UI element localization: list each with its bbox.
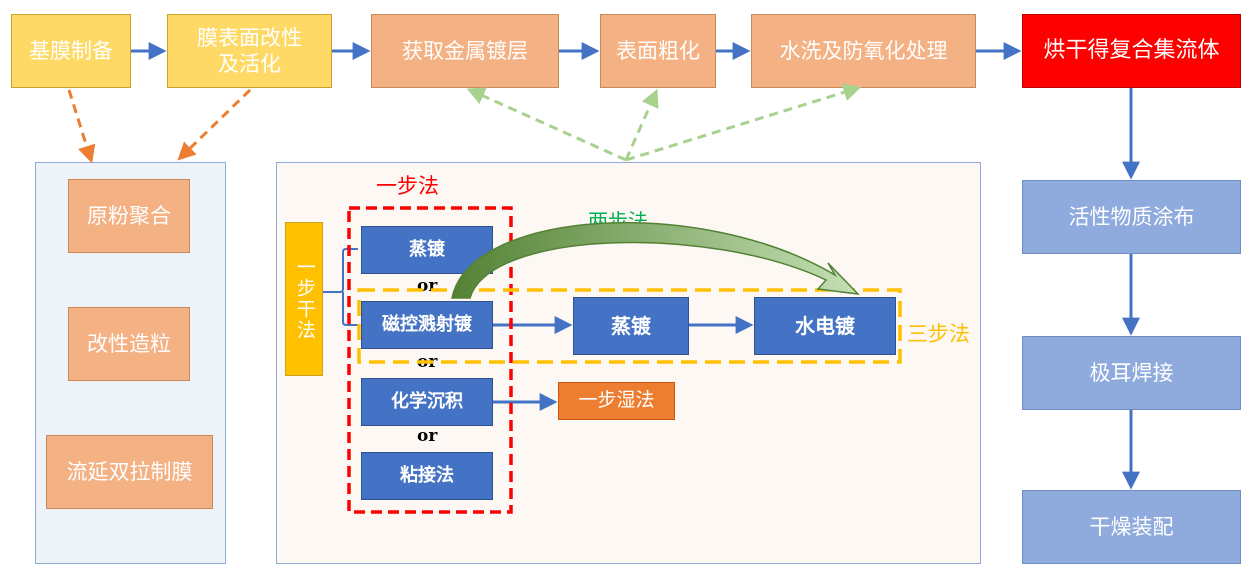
box-magnetron-sputtering: 磁控溅射镀 xyxy=(361,301,493,349)
box-one-step-wet-label: 一步湿法 xyxy=(578,389,655,412)
item-modified-granulation: 改性造粒 xyxy=(68,307,190,381)
step-metal-coating-label: 获取金属镀层 xyxy=(402,38,528,63)
box-one-step-wet: 一步湿法 xyxy=(558,382,675,420)
box-one-step-dry: 一步干法 xyxy=(285,222,323,376)
item-tab-welding-label: 极耳焊接 xyxy=(1089,360,1174,385)
box-electroplating-label: 水电镀 xyxy=(795,313,855,338)
item-powder-polymerization-label: 原粉聚合 xyxy=(87,203,171,228)
step-substrate-prep-label: 基膜制备 xyxy=(29,38,113,63)
item-tab-welding: 极耳焊接 xyxy=(1022,336,1241,410)
box-evaporation-2-label: 蒸镀 xyxy=(611,313,651,338)
step-surface-modification: 膜表面改性 及活化 xyxy=(167,14,332,88)
step-metal-coating: 获取金属镀层 xyxy=(371,14,559,88)
step-wash-antioxidation-label: 水洗及防氧化处理 xyxy=(779,38,948,63)
item-dry-assembly-label: 干燥装配 xyxy=(1089,514,1174,539)
box-evaporation-label: 蒸镀 xyxy=(409,238,445,260)
dashed-arrow-wash xyxy=(625,83,862,162)
item-cast-biaxial-film-label: 流延双拉制膜 xyxy=(66,459,193,484)
box-chemical-deposition: 化学沉积 xyxy=(361,378,493,426)
box-one-step-dry-label: 一步干法 xyxy=(293,257,316,341)
label-one-step: 一步法 xyxy=(376,174,439,198)
two-step-curved-arrow xyxy=(451,221,861,299)
box-electroplating: 水电镀 xyxy=(754,297,896,355)
label-three-step: 三步法 xyxy=(907,322,970,346)
box-bonding-label: 粘接法 xyxy=(400,464,454,486)
box-bonding: 粘接法 xyxy=(361,452,493,500)
box-evaporation-2: 蒸镀 xyxy=(573,297,689,355)
dashed-arrow-metal-coating xyxy=(466,87,627,162)
item-dry-assembly: 干燥装配 xyxy=(1022,490,1241,564)
item-cast-biaxial-film: 流延双拉制膜 xyxy=(46,435,213,509)
dry-method-bracket xyxy=(323,248,358,326)
box-magnetron-sputtering-label: 磁控溅射镀 xyxy=(382,313,472,335)
dashed-arrow-substrate xyxy=(67,89,96,164)
step-surface-modification-label: 膜表面改性 及活化 xyxy=(197,25,302,76)
dashed-arrow-roughening xyxy=(624,88,659,161)
step-wash-antioxidation: 水洗及防氧化处理 xyxy=(751,14,976,88)
step-dry-composite: 烘干得复合集流体 xyxy=(1022,14,1241,88)
item-active-coating: 活性物质涂布 xyxy=(1022,180,1241,254)
or-separator-3: or xyxy=(417,426,438,446)
one-step-frame xyxy=(347,206,513,514)
item-active-coating-label: 活性物质涂布 xyxy=(1068,204,1195,229)
step-surface-roughening-label: 表面粗化 xyxy=(616,38,700,63)
three-step-frame xyxy=(357,288,902,364)
step-surface-roughening: 表面粗化 xyxy=(600,14,716,88)
step-substrate-prep: 基膜制备 xyxy=(11,14,131,88)
dashed-arrow-modification xyxy=(177,88,252,161)
item-powder-polymerization: 原粉聚合 xyxy=(68,179,190,253)
step-dry-composite-label: 烘干得复合集流体 xyxy=(1043,38,1220,64)
box-chemical-deposition-label: 化学沉积 xyxy=(391,390,463,412)
item-modified-granulation-label: 改性造粒 xyxy=(87,331,171,356)
